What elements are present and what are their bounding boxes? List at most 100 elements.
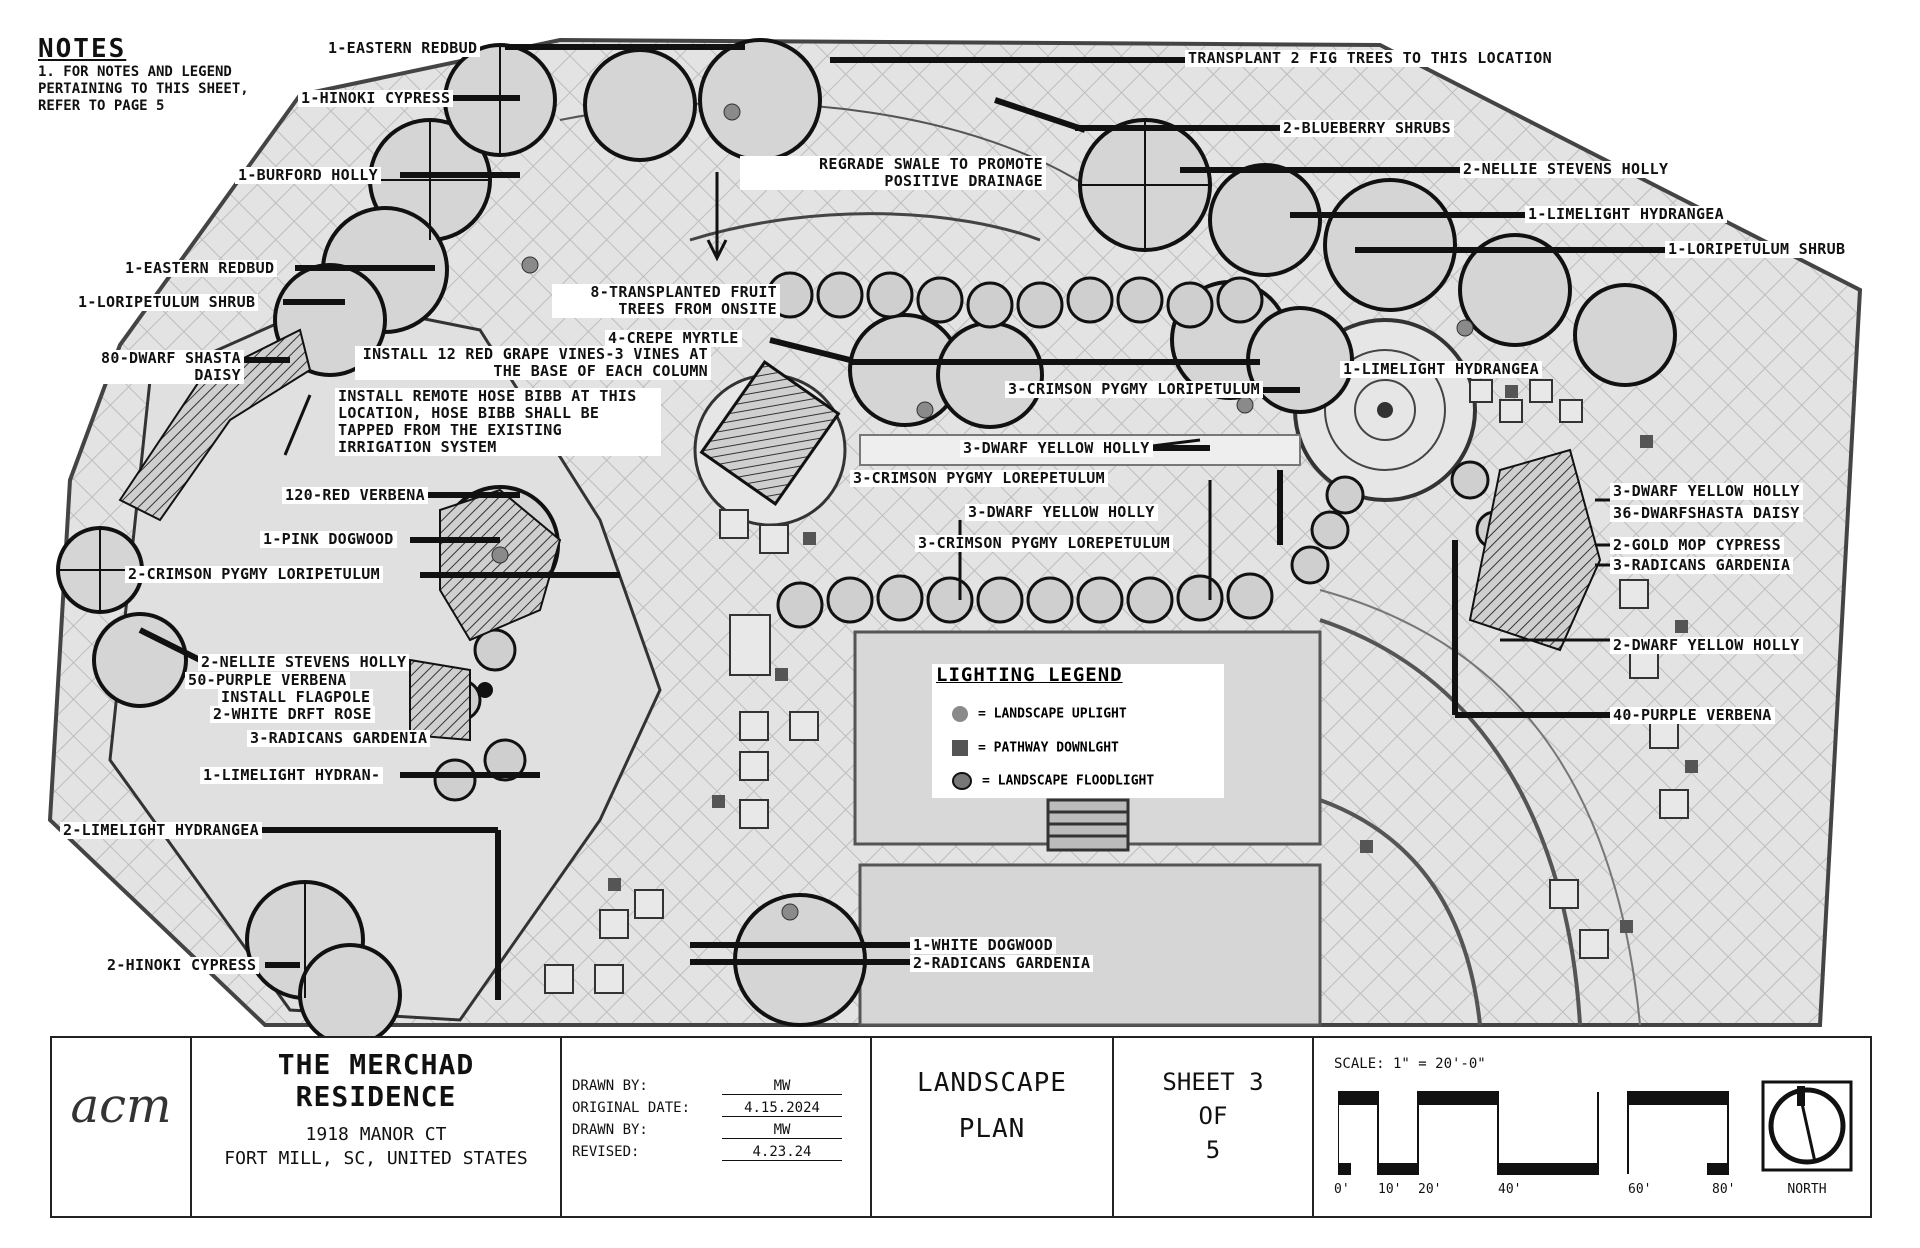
callout-nellie-stevens-left: 2-NELLIE STEVENS HOLLY xyxy=(198,654,410,671)
original-date-label: ORIGINAL DATE: xyxy=(572,1100,691,1116)
legend-label-downlight: = PATHWAY DOWNLGHT xyxy=(978,740,1119,756)
driveway-curve-outer xyxy=(1319,589,1641,1026)
legend-row-uplight: = LANDSCAPE UPLIGHT xyxy=(952,706,1127,722)
callout-loripetulum-shrub-right: 1-LORIPETULUM SHRUB xyxy=(1665,241,1849,258)
callout-white-dogwood: 1-WHITE DOGWOOD xyxy=(910,937,1056,954)
legend-row-downlight: = PATHWAY DOWNLGHT xyxy=(952,740,1119,756)
callout-red-verbena: 120-RED VERBENA xyxy=(282,487,428,504)
legend-row-floodlight: = LANDSCAPE FLOODLIGHT xyxy=(952,772,1154,790)
scale-label: SCALE: 1" = 20'-0" xyxy=(1334,1056,1486,1072)
downlight-icon xyxy=(952,740,968,756)
callout-transplanted-fruit: 8-TRANSPLANTED FRUIT TREES FROM ONSITE xyxy=(552,284,780,318)
callout-eastern-redbud-top: 1-EASTERN REDBUD xyxy=(325,40,481,57)
scale-tick-20: 20' xyxy=(1418,1182,1442,1197)
driveway-curve xyxy=(1319,618,1582,1026)
callout-pink-dogwood: 1-PINK DOGWOOD xyxy=(260,531,397,548)
gold-mop-bed xyxy=(1468,448,1602,652)
callout-red-grape-vines: INSTALL 12 RED GRAPE VINES-3 VINES AT TH… xyxy=(355,346,711,380)
callout-crimson-pygmy-3a: 3-CRIMSON PYGMY LORIPETULUM xyxy=(1005,381,1263,398)
callout-hinoki-cypress-top: 1-HINOKI CYPRESS xyxy=(298,90,454,107)
scale-tick-40: 40' xyxy=(1498,1182,1522,1197)
scale-tick-80: 80' xyxy=(1712,1182,1736,1197)
callout-hose-bibb: INSTALL REMOTE HOSE BIBB AT THIS LOCATIO… xyxy=(335,388,661,456)
callout-transplant-fig: TRANSPLANT 2 FIG TREES TO THIS LOCATION xyxy=(1185,50,1555,67)
callout-blueberry-shrubs: 2-BLUEBERRY SHRUBS xyxy=(1280,120,1454,137)
pergola xyxy=(699,360,841,506)
drawn-by2-value: MW xyxy=(722,1122,842,1139)
uplights xyxy=(491,103,1474,921)
callout-flagpole: INSTALL FLAGPOLE xyxy=(218,689,374,706)
callout-white-drift-rose: 2-WHITE DRFT ROSE xyxy=(210,706,375,723)
downlights xyxy=(608,385,1698,933)
scale-tick-60: 60' xyxy=(1628,1182,1652,1197)
uplight-icon xyxy=(952,706,968,722)
drawn-by-value: MW xyxy=(722,1078,842,1095)
original-date-value: 4.15.2024 xyxy=(722,1100,842,1117)
address-line2: FORT MILL, SC, UNITED STATES xyxy=(224,1148,528,1169)
callout-dwarf-yellow-right-3: 3-DWARF YELLOW HOLLY xyxy=(1610,483,1803,500)
drawn-by2-label: DRAWN BY: xyxy=(572,1122,648,1138)
stepping-stones xyxy=(544,379,1689,994)
driveway-curve-inner xyxy=(1319,798,1482,1026)
scale-tick-10: 10' xyxy=(1378,1182,1402,1197)
callout-crimson-pygmy-3b: 3-CRIMSON PYGMY LOREPETULUM xyxy=(850,470,1108,487)
callout-crepe-myrtle: 4-CREPE MYRTLE xyxy=(605,330,742,347)
callout-crimson-pygmy-2: 2-CRIMSON PYGMY LORIPETULUM xyxy=(125,566,383,583)
callout-dwarf-shasta-80: 80-DWARF SHASTA DAISY xyxy=(58,350,244,384)
legend-label-floodlight: = LANDSCAPE FLOODLIGHT xyxy=(982,773,1155,789)
drawn-by-label: DRAWN BY: xyxy=(572,1078,648,1094)
swale-arc xyxy=(689,212,1041,242)
callout-purple-verbena-40: 40-PURPLE VERBENA xyxy=(1610,707,1775,724)
verbena-bed xyxy=(439,488,562,642)
drawing-info-cell: DRAWN BY: MW ORIGINAL DATE: 4.15.2024 DR… xyxy=(562,1038,872,1216)
callout-radicans-3: 3-RADICANS GARDENIA xyxy=(247,730,431,747)
project-cell: THE MERCHAD RESIDENCE 1918 MANOR CT FORT… xyxy=(192,1038,562,1216)
scale-tick-0: 0' xyxy=(1334,1182,1350,1197)
revised-label: REVISED: xyxy=(572,1144,640,1160)
sheet-number-cell: SHEET 3 OF 5 xyxy=(1114,1038,1314,1216)
scale-cell: SCALE: 1" = 20'-0" 0' 10' 20' 40' xyxy=(1314,1038,1870,1216)
callout-dwarf-yellow-3a: 3-DWARF YELLOW HOLLY xyxy=(960,440,1153,457)
legend-title: LIGHTING LEGEND xyxy=(936,664,1123,686)
scale-bar xyxy=(1338,1091,1729,1175)
notes-body: 1. FOR NOTES AND LEGEND PERTAINING TO TH… xyxy=(38,64,249,114)
callout-crimson-pygmy-3c: 3-CRIMSON PYGMY LOREPETULUM xyxy=(915,535,1173,552)
rose-bed xyxy=(409,658,471,742)
callout-limelight-2: 2-LIMELIGHT HYDRANGEA xyxy=(60,822,262,839)
shrub-row xyxy=(433,271,1540,802)
callout-nellie-stevens-top: 2-NELLIE STEVENS HOLLY xyxy=(1460,161,1672,178)
flagpole-marker xyxy=(477,682,493,698)
callout-dwarf-shasta-36: 36-DWARFSHASTA DAISY xyxy=(1610,505,1803,522)
north-label: NORTH xyxy=(1787,1182,1827,1197)
sheet-number-line3: 5 xyxy=(1205,1136,1221,1164)
callout-loripetulum-shrub-left: 1-LORIPETULUM SHRUB xyxy=(75,294,259,311)
floodlight-icon xyxy=(952,772,972,790)
callout-limelight-top: 1-LIMELIGHT HYDRANGEA xyxy=(1525,206,1727,223)
callout-burford-holly: 1-BURFORD HOLLY xyxy=(235,167,381,184)
north-arrow-icon xyxy=(1761,1080,1853,1172)
lighting-legend: LIGHTING LEGEND = LANDSCAPE UPLIGHT = PA… xyxy=(932,664,1224,798)
callout-eastern-redbud-left: 1-EASTERN REDBUD xyxy=(122,260,278,277)
callout-regrade-swale: REGRADE SWALE TO PROMOTE POSITIVE DRAINA… xyxy=(740,156,1046,190)
callout-gold-mop: 2-GOLD MOP CYPRESS xyxy=(1610,537,1784,554)
callout-purple-verbena-50: 50-PURPLE VERBENA xyxy=(185,672,350,689)
notes-block: NOTES 1. FOR NOTES AND LEGEND PERTAINING… xyxy=(38,34,298,115)
callout-radicans-2: 2-RADICANS GARDENIA xyxy=(910,955,1094,972)
logo-cell: acm xyxy=(52,1038,192,1216)
sheet-number-line2: OF xyxy=(1198,1102,1228,1130)
callout-hinoki-2: 2-HINOKI CYPRESS xyxy=(104,957,260,974)
title-block: acm THE MERCHAD RESIDENCE 1918 MANOR CT … xyxy=(50,1036,1872,1218)
legend-label-uplight: = LANDSCAPE UPLIGHT xyxy=(978,706,1127,722)
callout-dwarf-yellow-right-2: 2-DWARF YELLOW HOLLY xyxy=(1610,637,1803,654)
sheet-type-line1: LANDSCAPE xyxy=(917,1068,1067,1098)
sheet-number-line1: SHEET 3 xyxy=(1162,1068,1264,1096)
callout-limelight-hydran: 1-LIMELIGHT HYDRAN- xyxy=(200,767,384,784)
callout-dwarf-yellow-3b: 3-DWARF YELLOW HOLLY xyxy=(965,504,1158,521)
sheet-type-cell: LANDSCAPE PLAN xyxy=(872,1038,1114,1216)
callout-radicans-right-3: 3-RADICANS GARDENIA xyxy=(1610,557,1794,574)
address-line1: 1918 MANOR CT xyxy=(305,1124,447,1145)
steps xyxy=(1046,798,1130,852)
sheet-type-line2: PLAN xyxy=(958,1114,1026,1144)
notes-heading: NOTES xyxy=(38,34,127,64)
